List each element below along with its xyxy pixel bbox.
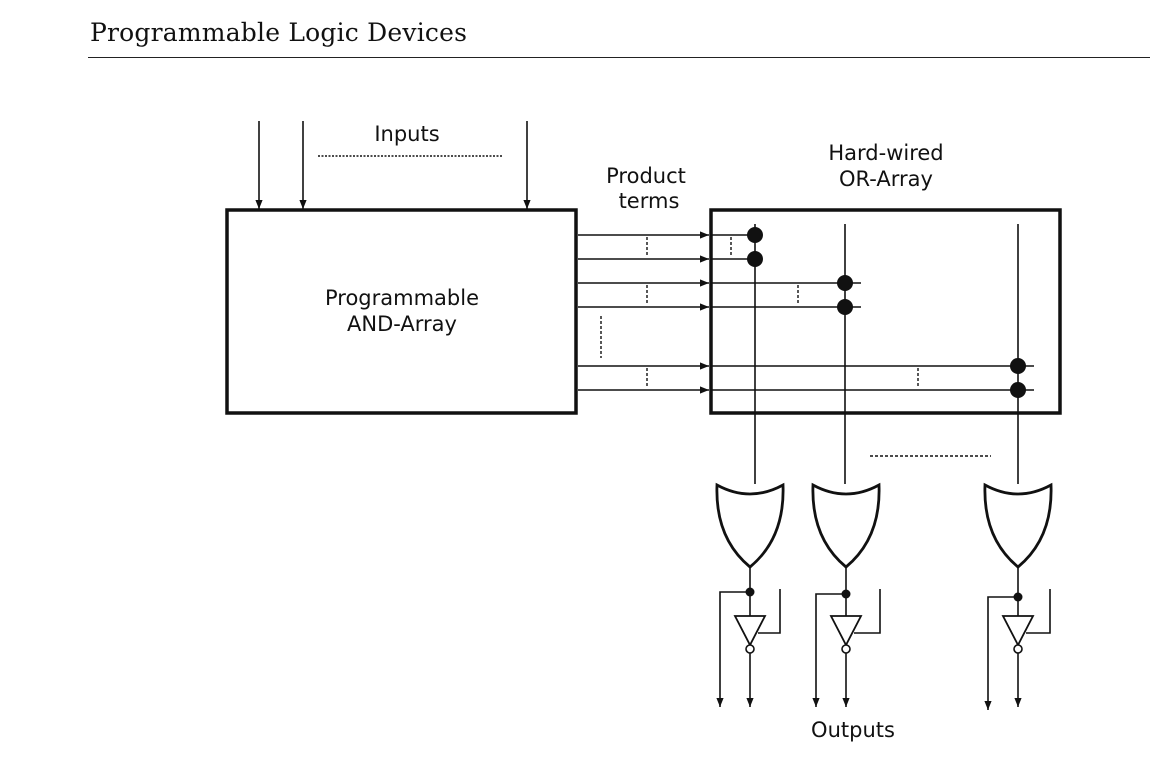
or-array-box [709,208,1062,415]
and-array-box [225,208,578,415]
output-junction-1 [745,587,755,597]
input-lines [255,121,531,209]
inputs-label: Inputs [374,122,439,146]
output-stage-2 [812,567,881,707]
or-gate-2 [811,482,881,569]
product-terms-label-line1: Product [606,164,686,188]
or-array-label-line1: Hard-wired [828,141,943,165]
outputs-label: Outputs [811,718,895,742]
output-junction-2 [841,589,851,599]
or-array-wiring [711,224,1034,484]
product-term-lines [578,231,709,394]
page-title: Programmable Logic Devices [90,18,468,47]
or-gate-1 [715,482,785,569]
product-terms-label-line2: terms [619,189,680,213]
and-array-label-line1: Programmable [325,286,479,310]
output-stage-3 [984,567,1051,710]
or-gate-3 [983,482,1053,569]
or-array-label-line2: OR-Array [839,167,933,191]
connection-dots [747,227,1026,398]
output-stage-1 [716,567,781,707]
and-array-label-line2: AND-Array [347,312,457,336]
header-rule [88,57,1150,58]
output-junction-3 [1013,592,1023,602]
